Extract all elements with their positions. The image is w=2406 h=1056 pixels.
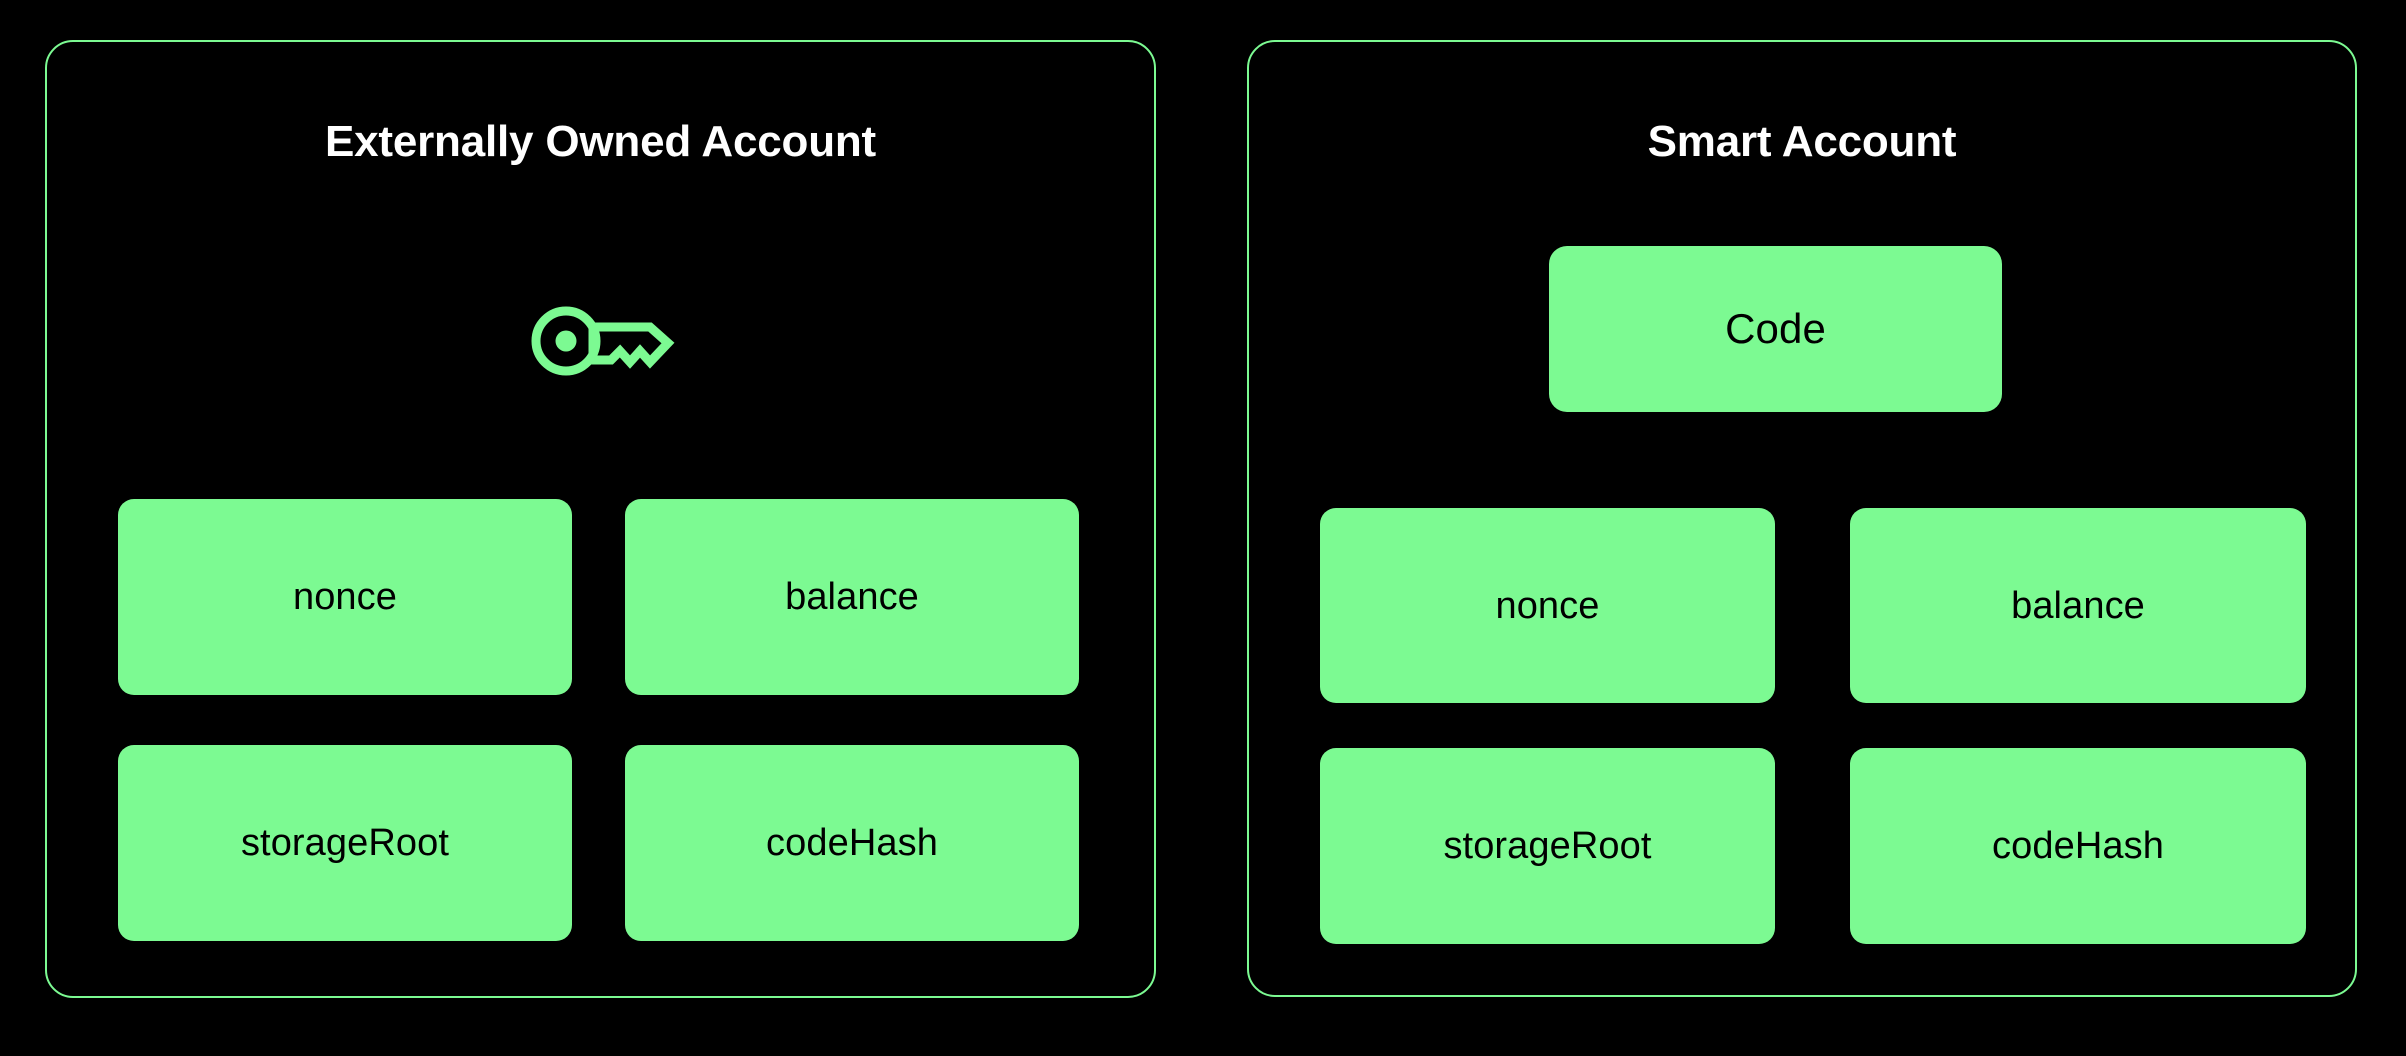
page-title-smart-account: Smart Account [1647,117,1957,166]
panel-smart-account: Smart Account Code nonce balance storage… [1247,40,2357,997]
field-box-balance[interactable]: balance [1850,508,2306,703]
field-box-storage-root[interactable]: storageRoot [1320,748,1775,944]
field-box-storage-root[interactable]: storageRoot [118,745,572,941]
field-box-code-hash[interactable]: codeHash [1850,748,2306,944]
field-box-code[interactable]: Code [1549,246,2002,412]
field-box-nonce[interactable]: nonce [1320,508,1775,703]
field-box-code-hash[interactable]: codeHash [625,745,1079,941]
key-icon [47,302,1154,380]
field-box-balance[interactable]: balance [625,499,1079,695]
panel-externally-owned-account: Externally Owned Account nonce balance s… [45,40,1156,998]
field-box-nonce[interactable]: nonce [118,499,572,695]
page-title-externally-owned-account: Externally Owned Account [324,117,877,166]
